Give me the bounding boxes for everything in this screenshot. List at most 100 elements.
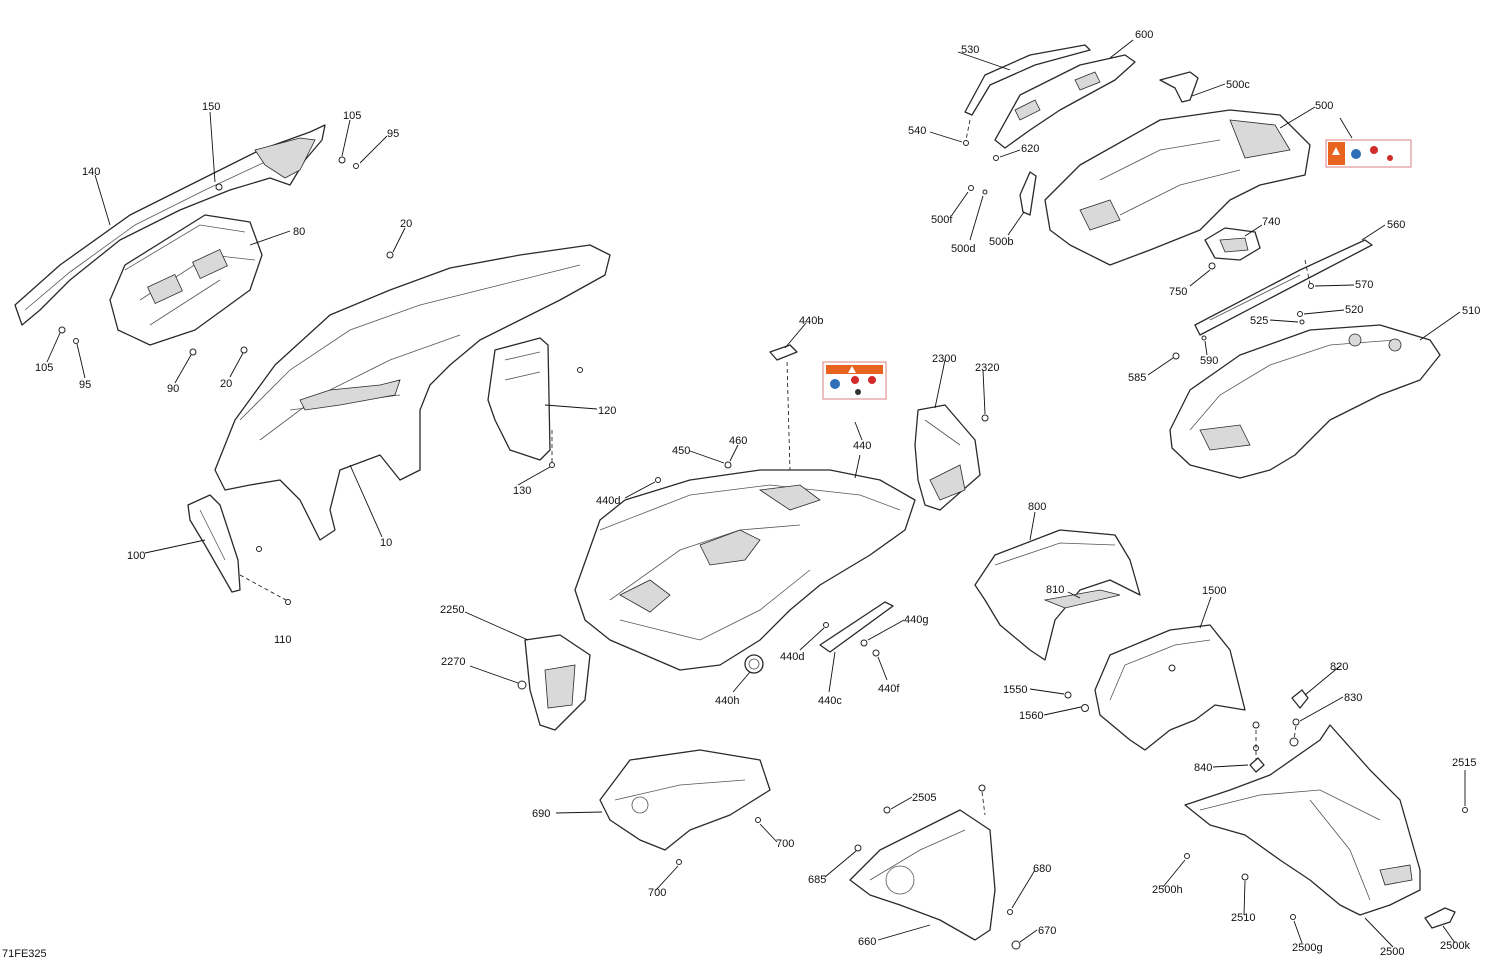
part-140-trim-bar[interactable] <box>14 124 326 326</box>
part-500c-clip[interactable] <box>1159 71 1199 103</box>
label-680: 680 <box>1033 863 1051 875</box>
fastener-130[interactable] <box>549 462 555 468</box>
fastener-1500-side[interactable] <box>1168 664 1176 672</box>
fastener-110[interactable] <box>285 599 291 605</box>
fastener-2500g[interactable] <box>1290 914 1296 920</box>
label-90: 90 <box>167 383 179 395</box>
label-690: 690 <box>532 808 550 820</box>
fastener-590[interactable] <box>1201 335 1207 341</box>
fastener-620[interactable] <box>993 155 999 161</box>
callout-labels: 140 150 105 95 80 20 105 95 90 20 120 13… <box>35 29 1480 958</box>
fastener-500d[interactable] <box>982 189 988 195</box>
fastener-520[interactable] <box>1297 311 1303 317</box>
fastener-660-top[interactable] <box>978 784 986 792</box>
part-2250-bracket[interactable] <box>524 634 591 731</box>
part-440c-handle[interactable] <box>819 601 894 653</box>
fastener-1560[interactable] <box>1081 704 1089 712</box>
fastener-830[interactable] <box>1292 718 1300 726</box>
fastener-90[interactable] <box>189 348 197 356</box>
fastener-500f[interactable] <box>968 185 974 191</box>
part-660-support-bracket[interactable] <box>849 809 996 941</box>
label-460: 460 <box>729 435 747 447</box>
fastener-685[interactable] <box>854 844 862 852</box>
fastener-585[interactable] <box>1172 352 1180 360</box>
label-440c: 440c <box>818 695 842 707</box>
fastener-20-lower[interactable] <box>240 346 248 354</box>
part-840-connector[interactable] <box>1249 757 1265 773</box>
part-440b-cap[interactable] <box>769 344 798 361</box>
part-80-storage-tray[interactable] <box>109 214 263 346</box>
fastener-440f[interactable] <box>872 649 880 657</box>
fastener-460[interactable] <box>724 461 732 469</box>
fastener-2270[interactable] <box>517 680 527 690</box>
fastener-2500h[interactable] <box>1184 853 1190 859</box>
part-820-connector[interactable] <box>1291 689 1309 709</box>
part-800-front-fascia[interactable] <box>974 529 1141 661</box>
label-2500h: 2500h <box>1152 884 1183 896</box>
fastener-830-lower[interactable] <box>1289 737 1299 747</box>
label-20-lower: 20 <box>220 378 232 390</box>
part-500-rear-cover[interactable] <box>1044 109 1311 266</box>
label-110: 110 <box>274 634 292 646</box>
label-80: 80 <box>293 226 305 238</box>
label-105-bottom: 105 <box>35 362 53 374</box>
part-2500-front-hood[interactable] <box>1184 724 1421 916</box>
label-540: 540 <box>908 125 926 137</box>
label-440: 440 <box>853 440 871 452</box>
fastener-680[interactable] <box>1007 909 1013 915</box>
fastener-440d-top[interactable] <box>655 477 661 483</box>
label-440d-top: 440d <box>596 495 620 507</box>
part-2500k-insert[interactable] <box>1424 907 1456 929</box>
part-440-cargo-tub[interactable] <box>574 469 916 671</box>
fastener-1550[interactable] <box>1064 691 1072 699</box>
part-1500-grille-frame[interactable] <box>1094 624 1246 751</box>
label-590: 590 <box>1200 355 1218 367</box>
part-810-strip[interactable] <box>1043 589 1121 609</box>
label-10: 10 <box>380 537 392 549</box>
fastener-95-top[interactable] <box>353 163 359 169</box>
label-800: 800 <box>1028 501 1046 513</box>
fastener-570[interactable] <box>1308 283 1314 289</box>
fastener-150[interactable] <box>215 183 223 191</box>
fastener-95-bottom[interactable] <box>73 338 79 344</box>
fastener-2505[interactable] <box>883 806 891 814</box>
fastener-670[interactable] <box>1011 940 1021 950</box>
label-620: 620 <box>1021 143 1039 155</box>
part-100-lower-panel[interactable] <box>187 494 241 593</box>
fastener-105-bottom[interactable] <box>58 326 66 334</box>
part-440h-grommet[interactable] <box>744 654 764 674</box>
fastener-840-top[interactable] <box>1252 721 1260 729</box>
fastener-440g[interactable] <box>860 639 868 647</box>
part-10-dashboard-frame[interactable] <box>214 244 611 541</box>
fastener-750[interactable] <box>1208 262 1216 270</box>
fastener-440d-bottom[interactable] <box>823 622 829 628</box>
fastener-700-right[interactable] <box>755 817 761 823</box>
label-740: 740 <box>1262 216 1280 228</box>
part-740-cover-plate[interactable] <box>1204 227 1261 261</box>
label-150: 150 <box>202 101 220 113</box>
fastener-100-screw[interactable] <box>256 546 262 552</box>
fastener-700-bottom[interactable] <box>676 859 682 865</box>
fastener-2320[interactable] <box>981 414 989 422</box>
part-120-side-panel[interactable] <box>487 337 551 461</box>
label-440f: 440f <box>878 683 900 695</box>
decal-440-warning-label[interactable] <box>822 361 887 400</box>
decal-500-warning-label[interactable] <box>1325 139 1412 168</box>
label-570: 570 <box>1355 279 1373 291</box>
part-690-lower-tray[interactable] <box>599 749 771 851</box>
fastener-20-upper[interactable] <box>386 251 394 259</box>
part-560-rear-rail[interactable] <box>1194 239 1373 336</box>
fastener-540[interactable] <box>963 140 969 146</box>
part-600-handle-bracket[interactable] <box>994 54 1136 149</box>
part-530-rail[interactable] <box>964 44 1091 116</box>
fastener-120-screw[interactable] <box>577 367 583 373</box>
part-500b-clip[interactable] <box>1019 171 1037 216</box>
label-2500g: 2500g <box>1292 942 1323 954</box>
fastener-105-top[interactable] <box>338 156 346 164</box>
fastener-2510[interactable] <box>1241 873 1249 881</box>
part-510-rear-frame[interactable] <box>1169 324 1441 479</box>
part-2300-side-trim[interactable] <box>914 404 981 511</box>
fastener-2515[interactable] <box>1462 807 1468 813</box>
label-660: 660 <box>858 936 876 948</box>
fastener-525[interactable] <box>1299 319 1305 325</box>
